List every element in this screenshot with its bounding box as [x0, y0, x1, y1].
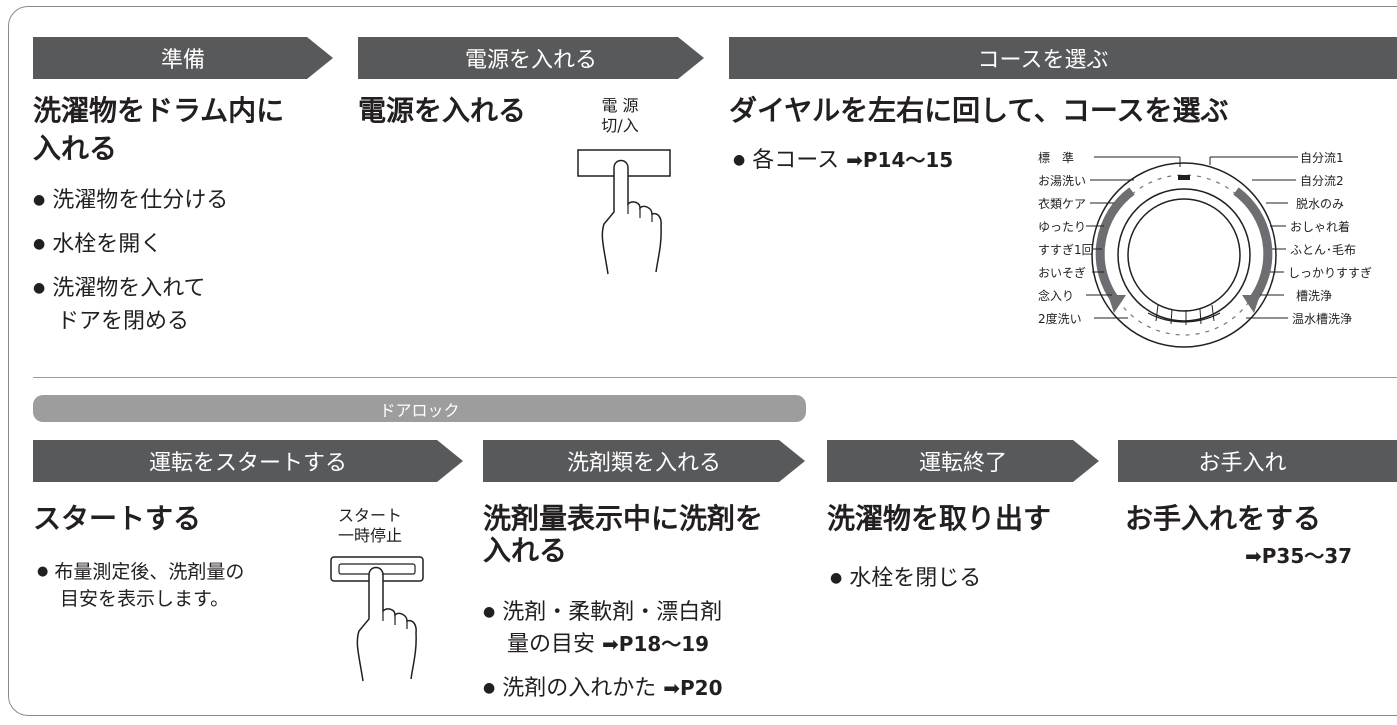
dial-label-thorough: 念入り	[1038, 289, 1075, 303]
step-banner-power-on: 電源を入れる	[358, 37, 704, 79]
start-button-label-1: スタート	[337, 506, 402, 525]
dial-label-double-wash: 2度洗い	[1038, 312, 1082, 326]
bullet-detergent-types: ● 洗剤・柔軟剤・漂白剤	[483, 600, 723, 625]
step-banner-add-detergent: 洗剤類を入れる	[483, 440, 805, 482]
step-banner-select-course: コースを選ぶ	[729, 37, 1397, 79]
dial-label-futon-blanket: ふとん･毛布	[1290, 243, 1357, 257]
bullet-each-course: ● 各コース ➡P14～15	[733, 144, 953, 177]
dial-label-hot-tub-clean: 温水槽洗浄	[1292, 312, 1353, 326]
dial-label-extra-rinse: しっかりすすぎ	[1288, 266, 1373, 280]
power-button-label-1: 電 源	[601, 96, 639, 115]
bullet-open-tap: ● 水栓を開く	[33, 232, 163, 257]
bullet-close-tap: ● 水栓を閉じる	[830, 566, 982, 591]
power-button-label-2: 切/入	[601, 116, 639, 135]
course-dial-illustration	[1086, 156, 1298, 348]
arrow-icon: ➡	[663, 676, 680, 700]
step-banner-prepare: 準備	[33, 37, 333, 79]
dial-label-clothes-care: 衣類ケア	[1038, 197, 1087, 211]
start-button-press-illustration	[330, 556, 424, 682]
heading-add-detergent-line1: 洗剤量表示中に洗剤を	[483, 502, 764, 535]
dial-label-spin-only: 脱水のみ	[1296, 197, 1345, 211]
dial-label-one-rinse: すすぎ1回	[1038, 243, 1094, 257]
heading-add-detergent-line2: 入れる	[483, 534, 568, 567]
bullet-how-to-add: ● 洗剤の入れかた ➡P20	[483, 672, 723, 705]
arrow-icon: ➡	[1245, 544, 1262, 568]
dial-label-custom-2: 自分流2	[1300, 174, 1344, 188]
power-button-press-illustration	[577, 149, 671, 275]
heading-maintenance: お手入れをする	[1125, 502, 1322, 535]
dial-label-custom-1: 自分流1	[1300, 151, 1344, 165]
dial-label-delicates: おしゃれ着	[1290, 220, 1351, 234]
heading-take-out: 洗濯物を取り出す	[827, 502, 1052, 535]
heading-power-on: 電源を入れる	[358, 94, 527, 127]
page-frame	[8, 6, 1397, 716]
arrow-icon: ➡	[846, 148, 863, 172]
door-lock-bar: ドアロック	[33, 395, 806, 422]
dial-label-tub-clean: 槽洗浄	[1296, 289, 1333, 303]
section-divider	[33, 377, 1397, 378]
bullet-amount-guide: 量の目安 ➡P18～19	[507, 628, 709, 661]
dial-label-quick: おいそぎ	[1038, 266, 1087, 280]
heading-prepare-line1: 洗濯物をドラム内に	[33, 94, 285, 127]
dial-label-relaxed: ゆったり	[1038, 220, 1087, 234]
bullet-close-door: ドアを閉める	[57, 309, 190, 334]
step-banner-finish: 運転終了	[827, 440, 1099, 482]
step-banner-start: 運転をスタートする	[33, 440, 463, 482]
heading-start: スタートする	[33, 502, 202, 535]
bullet-show-detergent: 目安を表示します。	[60, 588, 230, 610]
heading-select-course: ダイヤルを左右に回して、コースを選ぶ	[729, 94, 1229, 127]
heading-prepare-line2: 入れる	[33, 132, 118, 165]
dial-label-standard: 標 準	[1038, 151, 1075, 165]
step-banner-maintenance: お手入れ	[1118, 440, 1397, 482]
maintenance-page-ref: ➡P35～37	[1245, 540, 1352, 573]
dial-label-hot-wash: お湯洗い	[1038, 174, 1087, 188]
bullet-load-laundry: ● 洗濯物を入れて	[33, 276, 206, 301]
start-button-label-2: 一時停止	[337, 526, 402, 545]
arrow-icon: ➡	[602, 632, 619, 656]
bullet-sort-laundry: ● 洗濯物を仕分ける	[33, 188, 229, 213]
bullet-measure-load: ● 布量測定後、洗剤量の	[37, 561, 245, 583]
